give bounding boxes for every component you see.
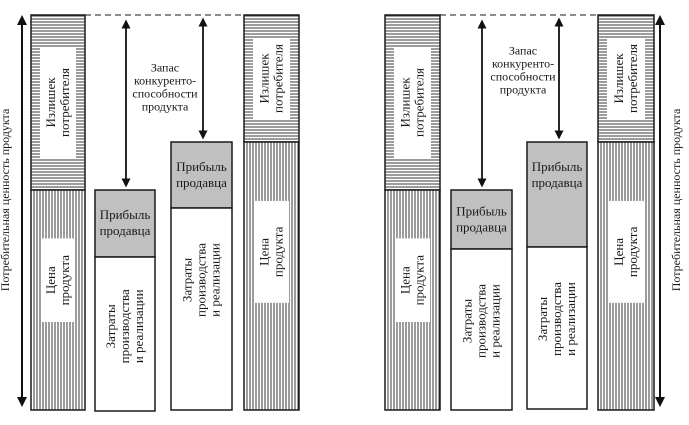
consumer-surplus-label-line: Излишек (398, 77, 413, 128)
seller-profit-segment (94, 189, 156, 258)
consumer-surplus-label-line: потребителя (271, 44, 286, 113)
production-costs-label-line: Затраты (535, 297, 550, 341)
product-price-segment (30, 189, 86, 411)
label-backdrop (608, 200, 644, 303)
label-backdrop (394, 46, 431, 159)
competitiveness-reserve-label-line: продукта (500, 83, 547, 97)
label-backdrop (253, 37, 290, 120)
product-price-label-line: Цена (398, 266, 413, 294)
consumer-surplus-label-line: Излишек (43, 77, 58, 128)
competitiveness-reserve-label-line: конкуренто- (134, 74, 196, 88)
axis-label: Потребительная ценность продукта (669, 108, 683, 291)
production-costs-segment (170, 207, 233, 411)
seller-profit-segment (526, 141, 588, 248)
product-price-label-line: продукта (412, 255, 427, 306)
axis-label: Потребительная ценность продукта (0, 108, 12, 291)
seller-profit-segment (450, 189, 513, 250)
production-costs-label-line: производства (117, 289, 132, 363)
product-price-label-line: Цена (611, 238, 626, 266)
seller-profit-label-line: продавца (456, 220, 507, 235)
product-price-label-line: Цена (257, 238, 272, 266)
consumer-surplus-label-line: потребителя (412, 68, 427, 137)
seller-profit-label-line: продавца (100, 223, 151, 238)
product-price-label-line: продукта (271, 226, 286, 277)
consumer-surplus-label-line: Излишек (611, 53, 626, 104)
production-costs-label-line: Затраты (103, 304, 118, 348)
production-costs-segment (94, 256, 156, 412)
competitiveness-reserve-label-line: продукта (142, 100, 189, 114)
production-costs-label-line: производства (194, 243, 209, 317)
production-costs-segment (450, 248, 513, 411)
production-costs-label-line: и реализации (131, 289, 146, 363)
production-costs-label-line: производства (549, 282, 564, 356)
product-price-label-line: продукта (625, 226, 640, 277)
seller-profit-label-line: Прибыль (456, 204, 507, 219)
competitiveness-reserve-label-line: конкуренто- (492, 57, 554, 71)
seller-profit-label-line: продавца (176, 175, 227, 190)
competitiveness-reserve-label-line: Запас (509, 44, 537, 58)
seller-profit-label-line: Прибыль (532, 159, 583, 174)
competitiveness-reserve-label-line: способности (490, 70, 556, 84)
consumer-surplus-label-line: Излишек (257, 53, 272, 104)
production-costs-segment (526, 246, 588, 410)
production-costs-label-line: и реализации (208, 243, 223, 317)
production-costs-label-line: и реализации (488, 284, 503, 358)
product-price-label-line: продукта (57, 255, 72, 306)
seller-profit-segment (170, 141, 233, 209)
label-backdrop (607, 37, 645, 120)
label-backdrop (254, 200, 289, 303)
seller-profit-label-line: продавца (532, 175, 583, 190)
production-costs-label-line: Затраты (460, 299, 475, 343)
seller-profit-label-line: Прибыль (176, 159, 227, 174)
label-backdrop (41, 238, 75, 322)
production-costs-label-line: производства (474, 284, 489, 358)
label-backdrop (40, 46, 76, 159)
production-costs-label-line: и реализации (563, 282, 578, 356)
seller-profit-label-line: Прибыль (100, 207, 151, 222)
consumer-surplus-label-line: потребителя (625, 44, 640, 113)
competitiveness-reserve-label-line: способности (132, 87, 198, 101)
product-price-label-line: Цена (43, 266, 58, 294)
consumer-surplus-label-line: потребителя (57, 68, 72, 137)
competitiveness-reserve-label-line: Запас (151, 61, 179, 75)
label-backdrop (395, 238, 430, 322)
production-costs-label-line: Затраты (180, 258, 195, 302)
